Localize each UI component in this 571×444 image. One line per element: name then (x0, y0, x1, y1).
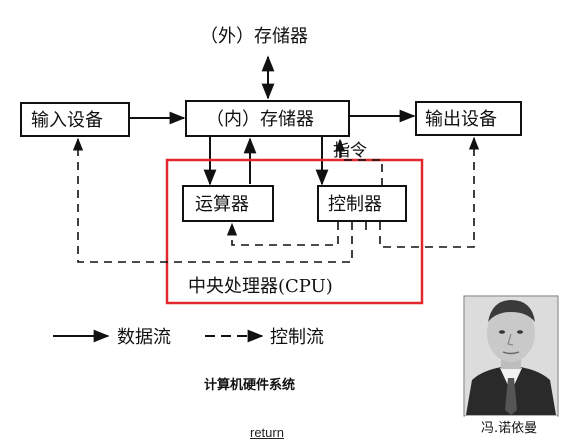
controller-to-output-dashed (379, 136, 480, 248)
controller-box: 控制器 (317, 185, 407, 222)
legend-data-flow-label: 数据流 (117, 327, 171, 348)
portrait-name: 冯.诺依曼 (481, 421, 537, 436)
external-storage-label: （外）存储器 (200, 26, 308, 47)
cpu-label: 中央处理器(CPU) (188, 276, 333, 297)
diagram-caption: 计算机硬件系统 (204, 377, 295, 393)
internal-storage-label: （内）存储器 (206, 109, 314, 130)
portrait-photo: 冯.诺依曼 (463, 295, 559, 436)
legend: 数据流 控制流 (53, 327, 324, 348)
legend-control-flow-label: 控制流 (270, 327, 324, 348)
internal-storage-box: （内）存储器 (185, 100, 350, 137)
instruction-label: 指令 (333, 141, 367, 161)
controller-to-memory-dashed (334, 138, 383, 186)
controller-to-alu-dashed (226, 222, 339, 246)
controller-to-input-dashed (72, 137, 353, 263)
alu-label: 运算器 (195, 194, 249, 215)
input-device-box: 输入设备 (20, 102, 130, 137)
input-device-label: 输入设备 (31, 110, 103, 131)
cpu-border (165, 158, 424, 305)
alu-box: 运算器 (182, 185, 274, 222)
output-device-label: 输出设备 (425, 109, 497, 130)
return-link[interactable]: return (250, 425, 284, 440)
control-flow-lines (72, 136, 480, 263)
output-device-box: 输出设备 (415, 101, 522, 136)
controller-label: 控制器 (328, 194, 382, 215)
